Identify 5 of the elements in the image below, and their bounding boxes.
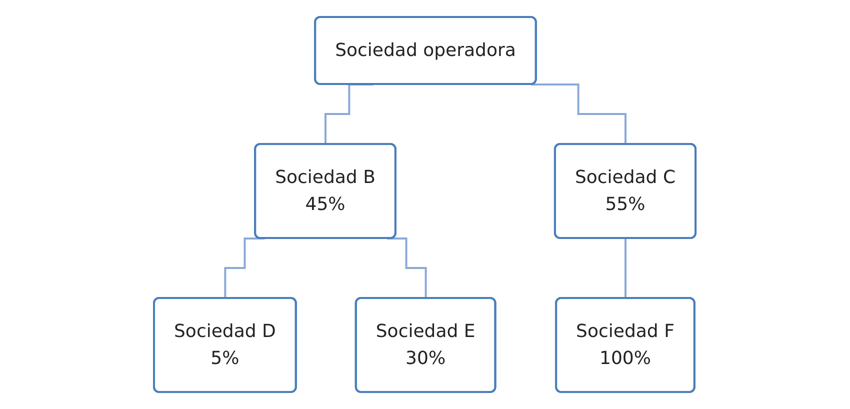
connector — [624, 238, 627, 300]
connector — [324, 84, 374, 146]
connector — [532, 84, 627, 146]
connector — [387, 238, 428, 300]
connector — [224, 238, 265, 300]
